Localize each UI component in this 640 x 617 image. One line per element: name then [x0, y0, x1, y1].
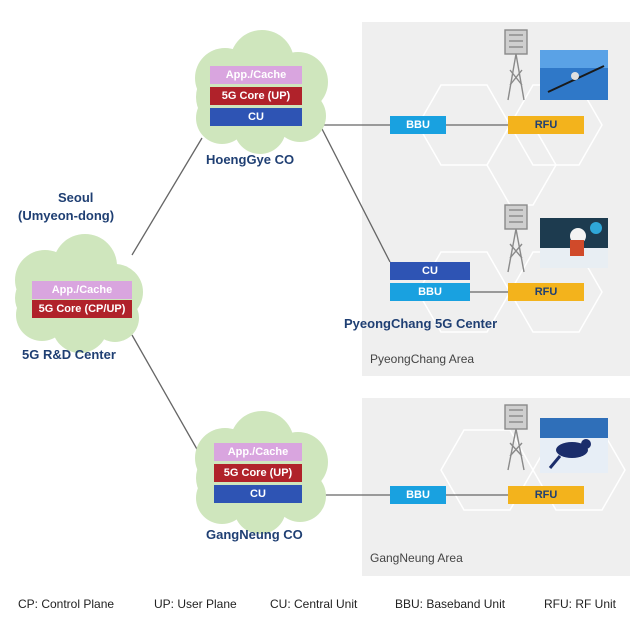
ski-jump-photo	[540, 50, 608, 100]
gangneung-bbu-box: BBU	[390, 486, 446, 504]
pyeongchang-top-bbu-box: BBU	[390, 116, 446, 134]
gangneung-area-label: GangNeung Area	[370, 551, 463, 565]
gangneung-rfu-box: RFU	[508, 486, 584, 504]
gangneung-app-cache-box: App./Cache	[214, 443, 302, 461]
skier-photo	[540, 218, 608, 268]
seoul-title: Seoul	[58, 190, 94, 205]
seoul-center-label: 5G R&D Center	[22, 347, 116, 362]
gangneung-co-label: GangNeung CO	[206, 527, 303, 542]
hoenggye-5g-core-box: 5G Core (UP)	[210, 87, 302, 105]
pyeongchang-center-cu-box: CU	[390, 262, 470, 280]
hoenggye-cu-box: CU	[210, 108, 302, 126]
pyeongchang-top-rfu-box: RFU	[508, 116, 584, 134]
cell-tower-icon	[504, 404, 528, 471]
cell-tower-icon	[504, 29, 528, 101]
legend-up: UP: User Plane	[154, 597, 237, 611]
hoenggye-label: HoengGye CO	[206, 152, 295, 167]
pyeongchang-area-label: PyeongChang Area	[370, 352, 475, 366]
speed-skater-photo	[540, 418, 608, 473]
pyeongchang-center-label: PyeongChang 5G Center	[344, 316, 498, 331]
gangneung-cu-box: CU	[214, 485, 302, 503]
seoul-5g-core-box: 5G Core (CP/UP)	[32, 300, 132, 318]
link-seoul-gangneung	[131, 334, 203, 459]
legend-rfu: RFU: RF Unit	[544, 597, 616, 611]
cell-tower-icon	[504, 204, 528, 273]
hoenggye-app-cache-box: App./Cache	[210, 66, 302, 84]
gangneung-5g-core-box: 5G Core (UP)	[214, 464, 302, 482]
seoul-subtitle: (Umyeon-dong)	[18, 208, 115, 223]
seoul-app-cache-box: App./Cache	[32, 281, 132, 299]
link-hoenggye-pyeongchang	[319, 124, 391, 263]
link-seoul-hoenggye	[131, 137, 203, 256]
pyeongchang-center-bbu-box: BBU	[390, 283, 470, 301]
pyeongchang-center-rfu-box: RFU	[508, 283, 584, 301]
legend-bbu: BBU: Baseband Unit	[395, 597, 506, 611]
legend-cu: CU: Central Unit	[270, 597, 358, 611]
legend-cp: CP: Control Plane	[18, 597, 115, 611]
